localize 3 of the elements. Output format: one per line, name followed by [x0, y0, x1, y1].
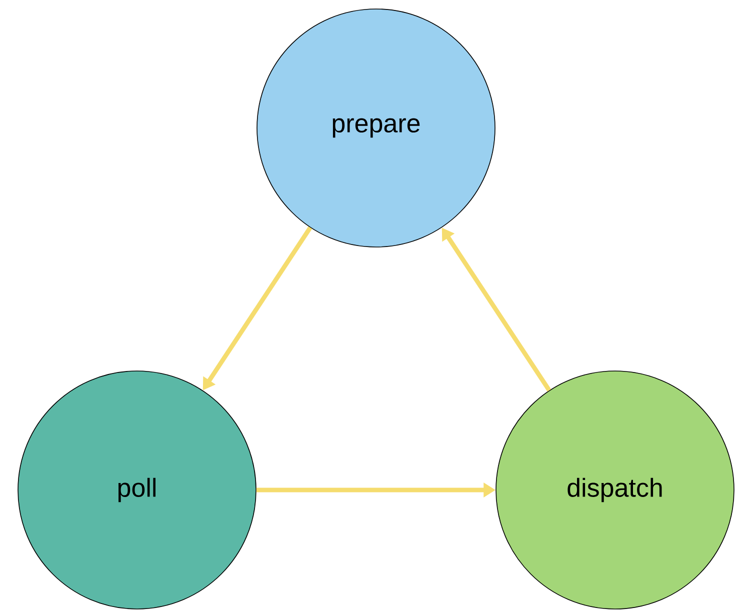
circle-node: poll [18, 370, 256, 610]
circle-node: dispatch [496, 370, 734, 610]
circle-node: prepare [256, 8, 496, 248]
